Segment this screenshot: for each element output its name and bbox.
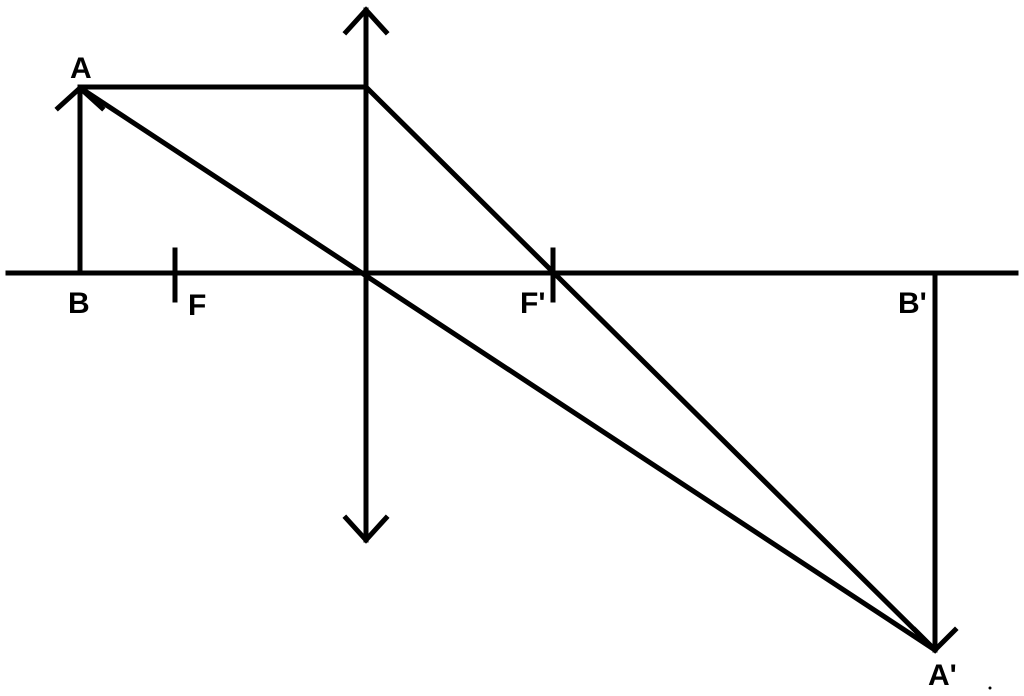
- parallel-ray: [77, 84, 939, 654]
- label-A-prime: A': [928, 659, 957, 692]
- central-ray: [78, 85, 939, 654]
- stray-dot: [988, 686, 992, 690]
- lens-bottom-arrowhead: [342, 514, 390, 544]
- label-A: A: [70, 52, 92, 85]
- label-F: F: [188, 289, 206, 322]
- label-B: B: [68, 287, 90, 320]
- image-arrow-A-prime-B-prime: [911, 270, 959, 654]
- lens-top-arrowhead: [342, 6, 390, 36]
- label-B-prime: B': [898, 287, 927, 320]
- label-F-prime: F': [520, 287, 545, 320]
- object-arrow-AB: [54, 84, 106, 276]
